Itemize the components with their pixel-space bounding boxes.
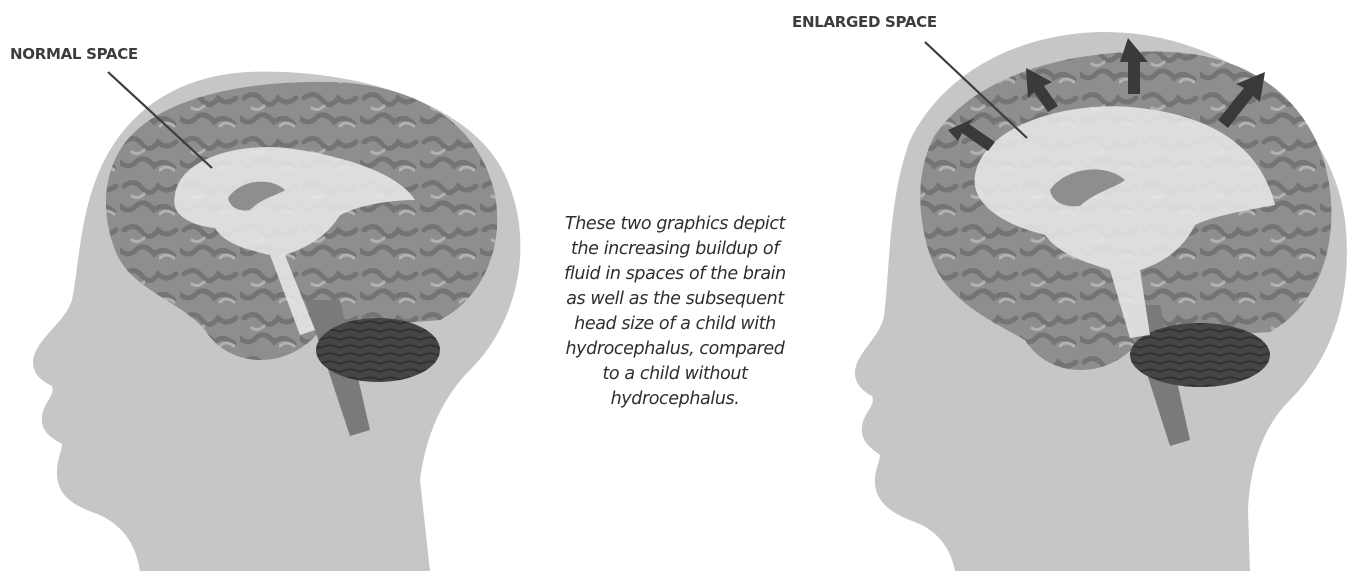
caption-line: These two graphics depict: [530, 212, 820, 237]
enlarged-head: [855, 32, 1347, 571]
caption-line: hydrocephalus, compared: [530, 337, 820, 362]
caption-line: as well as the subsequent: [530, 287, 820, 312]
caption: These two graphics depict the increasing…: [530, 212, 820, 412]
normal-head: [33, 72, 520, 571]
caption-line: hydrocephalus.: [530, 387, 820, 412]
caption-line: fluid in spaces of the brain: [530, 262, 820, 287]
caption-line: to a child without: [530, 362, 820, 387]
caption-line: the increasing buildup of: [530, 237, 820, 262]
enlarged-space-label: ENLARGED SPACE: [792, 13, 937, 31]
caption-line: head size of a child with: [530, 312, 820, 337]
normal-space-label: NORMAL SPACE: [10, 45, 138, 63]
